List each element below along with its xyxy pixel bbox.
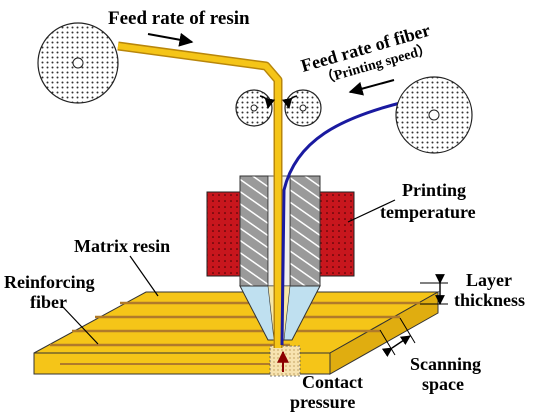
- nozzle-body-left: [240, 176, 268, 286]
- label-printing-temperature-line2: temperature: [380, 202, 476, 222]
- spool-hub: [429, 110, 439, 120]
- label-contact-pressure-line1: Contact: [302, 372, 363, 392]
- fiber-spool: [396, 77, 472, 153]
- heater-left: [207, 192, 241, 276]
- label-feed-rate-resin: Feed rate of resin: [108, 8, 250, 29]
- label-reinforcing-fiber-line1: Reinforcing: [4, 272, 95, 292]
- label-matrix-resin: Matrix resin: [74, 236, 170, 256]
- printed-part: [34, 292, 438, 376]
- resin-feed-arrow: [148, 34, 192, 42]
- label-layer-thickness-line1: Layer: [466, 270, 512, 290]
- matrix-resin-leader: [130, 256, 158, 296]
- roller-hub: [300, 105, 306, 111]
- fiber-feed-arrow: [350, 80, 394, 92]
- nozzle-body-right: [290, 176, 320, 286]
- label-printing-temperature-line1: Printing: [402, 180, 466, 200]
- label-reinforcing-fiber-line2: fiber: [30, 292, 67, 312]
- label-scanning-space-line2: space: [422, 374, 464, 394]
- spool-hub: [73, 58, 83, 68]
- resin-spool: [38, 23, 118, 103]
- heater-right: [318, 192, 354, 276]
- label-contact-pressure-line2: pressure: [290, 392, 355, 412]
- label-scanning-space-line1: Scanning: [410, 354, 481, 374]
- deposited-bead: [270, 346, 300, 376]
- roller-hub: [251, 105, 257, 111]
- label-layer-thickness-line2: thickness: [454, 290, 525, 310]
